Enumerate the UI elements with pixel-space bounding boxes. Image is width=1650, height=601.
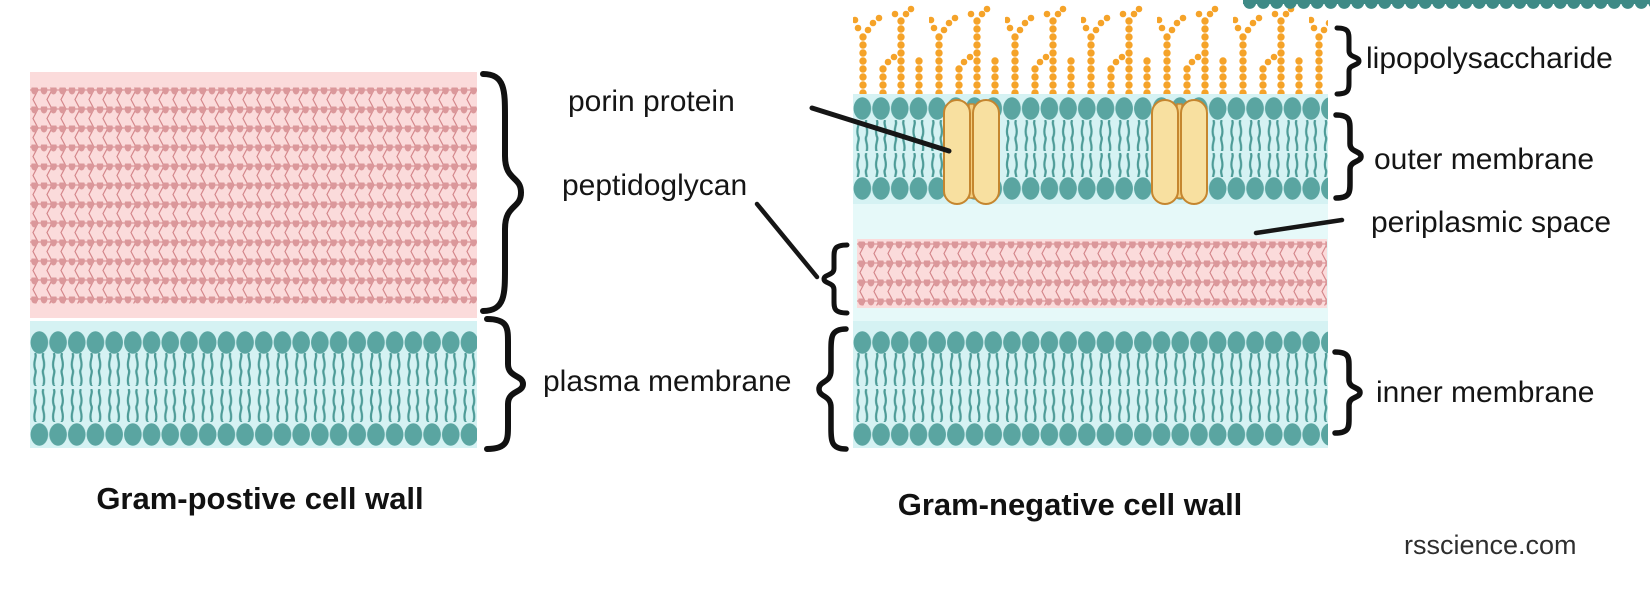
gram-positive-plasma-membrane (30, 321, 477, 448)
lipopolysaccharide-label: lipopolysaccharide (1366, 42, 1613, 75)
top-edge-membrane-strip (1243, 0, 1650, 12)
lipopolysaccharide-brace (1334, 25, 1362, 97)
porin-protein-pointer-line (809, 105, 952, 154)
inner-membrane-label: inner membrane (1376, 376, 1595, 409)
outer-membrane-brace (1333, 112, 1364, 201)
peptidoglycan-label: peptidoglycan (562, 169, 748, 202)
periplasmic-space-label: periplasmic space (1371, 206, 1612, 239)
peptidoglycan-right-brace (821, 242, 850, 316)
gram-negative-peptidoglycan-layer (857, 239, 1327, 308)
porin-protein-2 (1151, 99, 1208, 205)
gram-negative-title: Gram-negative cell wall (897, 487, 1243, 522)
gram-positive-title: Gram-postive cell wall (96, 481, 424, 516)
porin-protein-1 (943, 99, 1000, 205)
peptidoglycan-left-brace (480, 71, 524, 314)
inner-membrane-right-brace (1332, 349, 1363, 436)
inner-membrane-left-brace (816, 326, 849, 452)
peptidoglycan-pointer-line (754, 201, 820, 280)
plasma-membrane-brace (484, 316, 526, 452)
gram-negative-inner-membrane (853, 321, 1328, 448)
outer-membrane-label: outer membrane (1374, 143, 1595, 176)
gram-positive-peptidoglycan-layer (30, 72, 477, 318)
watermark-text: rsscience.com (1404, 530, 1577, 560)
periplasmic-space-pointer-line (1253, 217, 1345, 236)
porin-protein-label: porin protein (568, 85, 735, 118)
gram-negative-lps-layer (853, 5, 1328, 97)
plasma-membrane-label: plasma membrane (543, 365, 792, 398)
gram-negative-outer-membrane (853, 94, 1328, 204)
